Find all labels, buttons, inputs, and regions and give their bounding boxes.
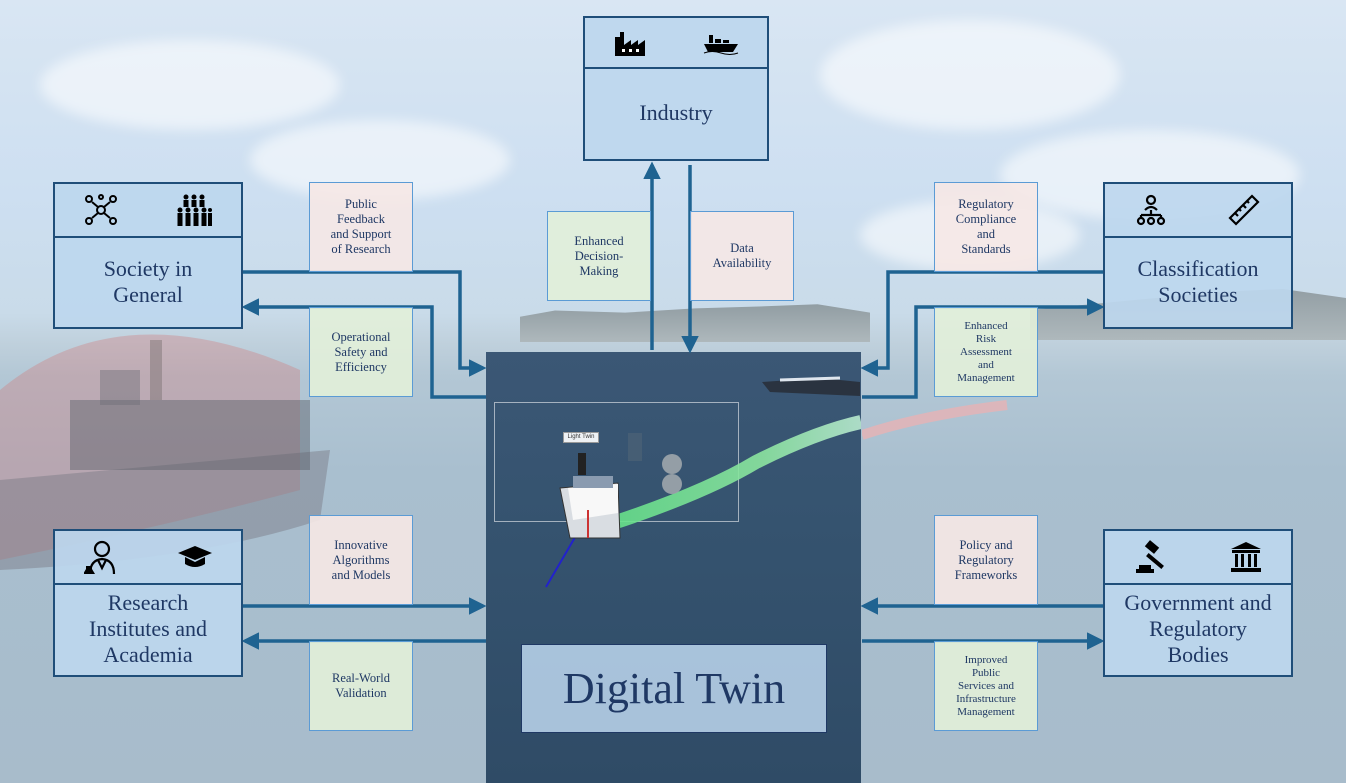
- rel-line: Enhanced: [964, 319, 1008, 332]
- classification-icons: [1105, 184, 1291, 238]
- classification-label-line2: Societies: [1158, 281, 1238, 307]
- relation-public-feedback: Public Feedback and Support of Research: [309, 182, 413, 272]
- relation-policy-frameworks: Policy and Regulatory Frameworks: [934, 515, 1038, 605]
- society-node: Society in General: [53, 182, 243, 329]
- society-label-line1: Society in: [103, 255, 193, 281]
- org-chart-icon: [1135, 194, 1167, 226]
- relation-improved-services: Improved Public Services and Infrastruct…: [934, 641, 1038, 731]
- society-icons: [55, 184, 241, 238]
- cloud: [820, 20, 1120, 130]
- rel-line: and Models: [331, 567, 391, 582]
- relation-innovative-algorithms: Innovative Algorithms and Models: [309, 515, 413, 605]
- rel-line: Data: [730, 241, 754, 255]
- relation-real-world: Real-World Validation: [309, 641, 413, 731]
- rel-line: Policy and: [959, 537, 1013, 552]
- research-label-line1: Research: [107, 590, 189, 615]
- arrow-society-to-twin: [242, 270, 487, 377]
- classification-label: Classification Societies: [1105, 236, 1291, 327]
- rel-line: and Support: [330, 227, 392, 241]
- rel-line: Enhanced: [574, 233, 624, 248]
- rel-line: Operational: [331, 329, 391, 344]
- rel-line: Safety and: [334, 344, 388, 359]
- relation-regulatory-compliance: Regulatory Compliance and Standards: [934, 182, 1038, 272]
- hud-tag: Light Twin: [563, 432, 599, 443]
- rel-line: Management: [957, 705, 1015, 718]
- rel-line: Algorithms: [332, 552, 390, 567]
- rel-line: Decision-: [574, 248, 624, 263]
- institution-icon: [1229, 540, 1263, 574]
- graduation-cap-icon: [177, 544, 213, 570]
- research-label-line2: Institutes and: [89, 616, 207, 641]
- rel-line: Management: [957, 371, 1015, 384]
- ship-icon: [703, 31, 739, 55]
- relation-enhanced-decision: Enhanced Decision- Making: [547, 211, 651, 301]
- industry-label: Industry: [639, 100, 713, 125]
- industry-icons: [585, 18, 767, 69]
- rel-line: Public: [345, 197, 377, 211]
- rel-line: Real-World: [331, 671, 390, 685]
- society-label-line2: General: [113, 281, 183, 307]
- industry-node: Industry: [583, 16, 769, 161]
- rel-line: Feedback: [337, 212, 385, 226]
- government-label: Government and Regulatory Bodies: [1105, 583, 1291, 675]
- rel-line: Making: [579, 263, 619, 278]
- factory-icon: [613, 29, 647, 57]
- government-node: Government and Regulatory Bodies: [1103, 529, 1293, 677]
- boat-model: [559, 433, 682, 539]
- rel-line: Regulatory: [958, 197, 1014, 211]
- rel-line: of Research: [331, 242, 391, 256]
- rel-line: Efficiency: [335, 359, 387, 374]
- rel-line: and: [976, 227, 996, 241]
- rel-line: Infrastructure: [956, 692, 1016, 705]
- government-label-line1: Government and: [1124, 590, 1272, 615]
- relation-operational-safety: Operational Safety and Efficiency: [309, 307, 413, 397]
- government-label-line3: Bodies: [1167, 642, 1229, 667]
- arrow-class-to-twin: [860, 270, 1103, 377]
- society-label: Society in General: [55, 236, 241, 327]
- government-label-line2: Regulatory: [1149, 616, 1247, 641]
- rel-line: Regulatory: [958, 552, 1014, 567]
- crowd-icon: [176, 193, 212, 227]
- rel-line: Standards: [961, 242, 1011, 256]
- rel-line: and: [978, 358, 994, 371]
- research-icons: [55, 531, 241, 585]
- rel-line: Availability: [712, 256, 772, 270]
- classification-label-line1: Classification: [1137, 255, 1259, 281]
- scientist-icon: [83, 538, 120, 576]
- gavel-icon: [1134, 539, 1172, 575]
- rel-line: Innovative: [334, 537, 388, 552]
- research-label-line3: Academia: [103, 642, 193, 667]
- rel-line: Services and: [958, 679, 1014, 692]
- research-node: Research Institutes and Academia: [53, 529, 243, 677]
- relation-enhanced-risk: Enhanced Risk Assessment and Management: [934, 307, 1038, 397]
- rel-line: Assessment: [960, 345, 1012, 358]
- rel-line: Compliance: [955, 212, 1017, 226]
- government-icons: [1105, 531, 1291, 585]
- trajectory-path-extension: [862, 400, 1008, 440]
- research-label: Research Institutes and Academia: [55, 583, 241, 675]
- rel-line: Public: [971, 666, 1001, 679]
- rel-line: Validation: [335, 686, 387, 700]
- relation-data-availability: Data Availability: [690, 211, 794, 301]
- rel-line: Improved: [964, 653, 1008, 666]
- network-icon: [84, 194, 118, 226]
- rel-line: Frameworks: [954, 567, 1018, 582]
- classification-node: Classification Societies: [1103, 182, 1293, 329]
- rel-line: Risk: [975, 332, 997, 345]
- ruler-icon: [1226, 192, 1262, 228]
- vessel-image: [762, 376, 860, 396]
- digital-twin-title: Digital Twin: [521, 644, 827, 733]
- cloud: [40, 40, 340, 130]
